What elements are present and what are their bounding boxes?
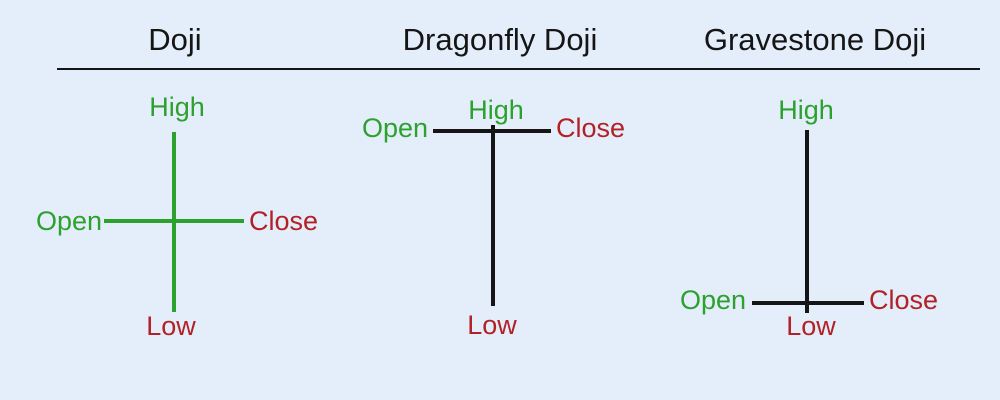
title-divider-line (57, 68, 980, 70)
gravestone-high-label: High (778, 95, 834, 125)
pattern-title-gravestone-doji: Gravestone Doji (703, 22, 927, 57)
gravestone-high-low-line (805, 130, 809, 313)
dragonfly-close-label: Close (556, 113, 626, 143)
doji-low-label: Low (146, 311, 196, 341)
doji-high-label: High (149, 92, 205, 122)
dragonfly-open-label: Open (361, 113, 428, 143)
pattern-title-dragonfly-doji: Dragonfly Doji (402, 22, 598, 57)
dragonfly-high-low-line (491, 125, 495, 306)
dragonfly-high-label: High (468, 95, 524, 125)
doji-close-label: Close (249, 206, 319, 236)
gravestone-low-label: Low (786, 311, 836, 341)
pattern-title-doji: Doji (148, 22, 202, 57)
gravestone-open-label: Open (679, 285, 746, 315)
gravestone-open-close-line (752, 301, 864, 305)
doji-open-label: Open (35, 206, 102, 236)
gravestone-close-label: Close (869, 285, 939, 315)
dragonfly-low-label: Low (467, 310, 517, 340)
doji-open-close-line (104, 219, 244, 223)
